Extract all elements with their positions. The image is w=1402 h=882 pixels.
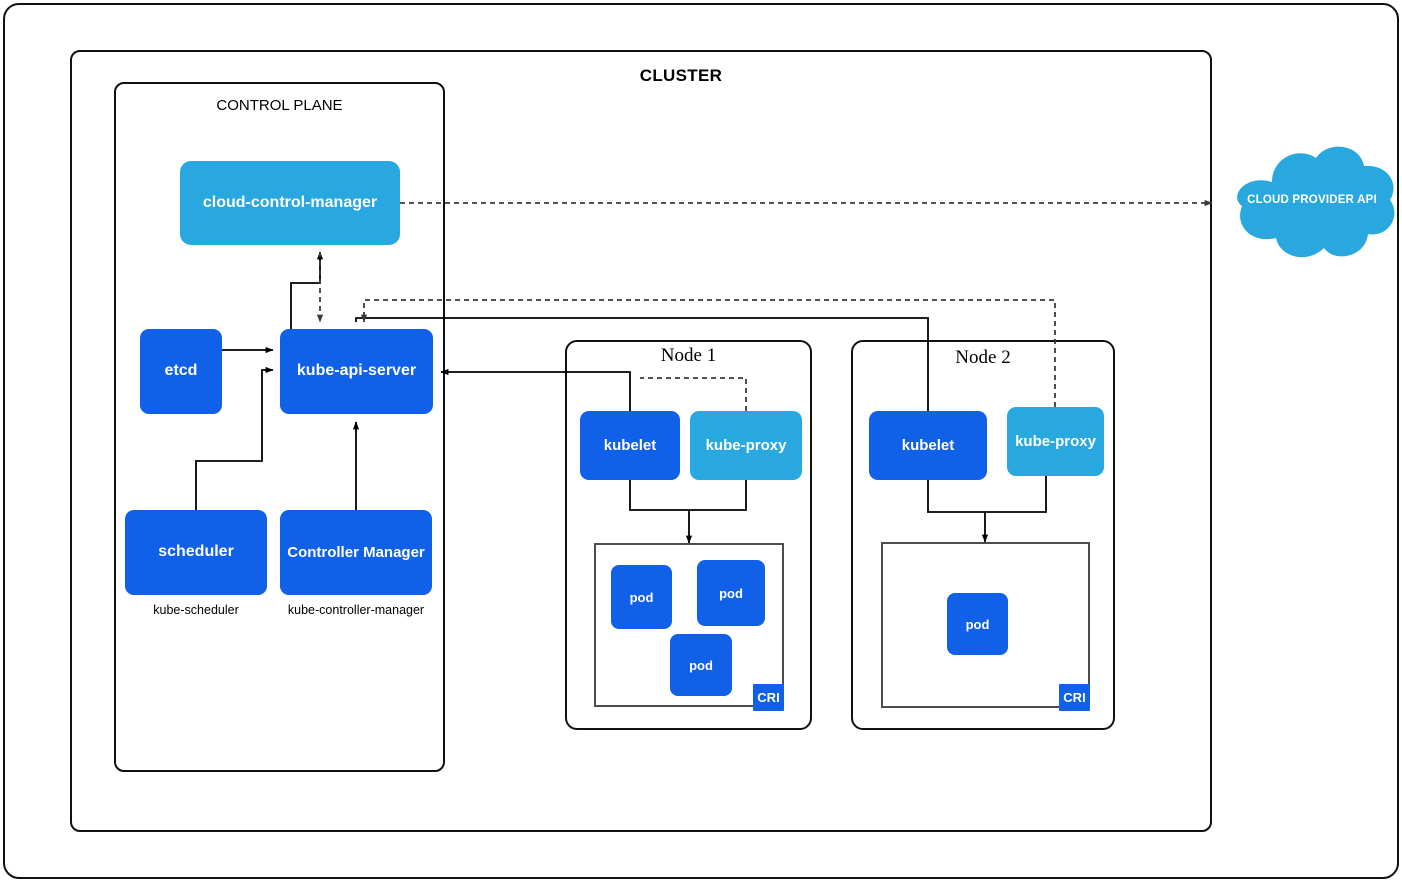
node-2-title: Node 2	[955, 347, 1011, 368]
cluster-title: CLUSTER	[639, 66, 723, 85]
node-1-cri-badge: CRI	[753, 684, 784, 711]
node-1-kubelet-box[interactable]: kubelet	[580, 411, 680, 480]
scheduler-box[interactable]: scheduler	[125, 510, 267, 595]
outer-frame	[3, 3, 1399, 879]
control-plane-title: CONTROL PLANE	[216, 97, 343, 114]
cluster-frame	[70, 50, 1212, 832]
node-2-pod-1[interactable]: pod	[947, 593, 1008, 655]
node-1-pod-1[interactable]: pod	[611, 565, 672, 629]
kube-api-server-box[interactable]: kube-api-server	[280, 329, 433, 414]
node-2-kubelet-box[interactable]: kubelet	[869, 411, 987, 480]
node-1-title: Node 1	[660, 345, 717, 366]
controller-manager-box[interactable]: Controller Manager	[280, 510, 432, 595]
cloud-control-manager-box[interactable]: cloud-control-manager	[180, 161, 400, 245]
control-plane-frame	[114, 82, 445, 772]
node-1-kube-proxy-box[interactable]: kube-proxy	[690, 411, 802, 480]
kube-scheduler-caption: kube-scheduler	[153, 603, 239, 617]
node-1-pod-3[interactable]: pod	[670, 634, 732, 696]
etcd-box[interactable]: etcd	[140, 329, 222, 414]
node-1-pod-2[interactable]: pod	[697, 560, 765, 626]
node-2-cri-badge: CRI	[1059, 684, 1090, 711]
cloud-icon[interactable]	[1220, 138, 1402, 270]
kube-controller-manager-caption: kube-controller-manager	[287, 603, 425, 617]
node-2-kube-proxy-box[interactable]: kube-proxy	[1007, 407, 1104, 476]
